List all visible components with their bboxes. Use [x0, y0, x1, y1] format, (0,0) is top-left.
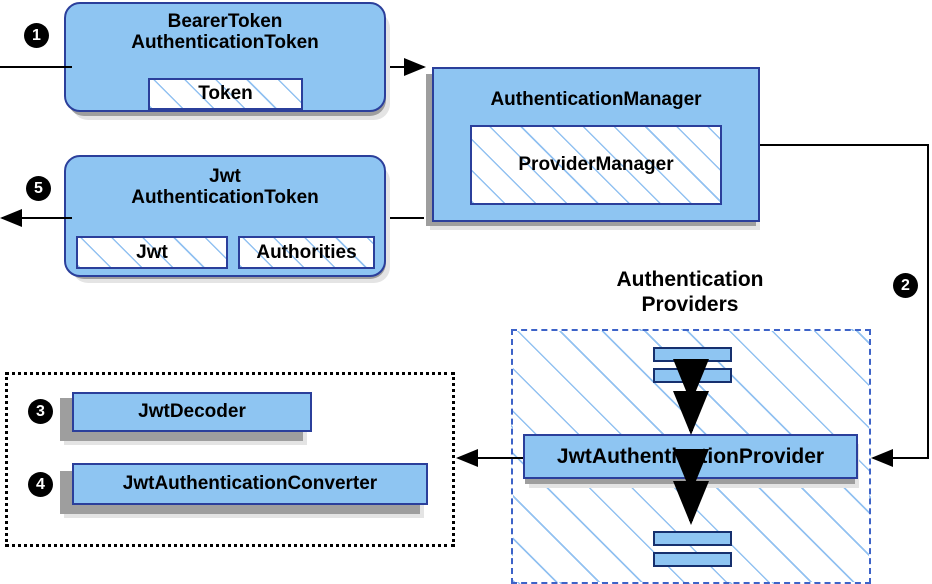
marker-1: 1 [24, 23, 49, 48]
bearer-token-title-line1: BearerToken [167, 11, 283, 32]
marker-5: 5 [26, 176, 51, 201]
jwt-authentication-converter-label: JwtAuthenticationConverter [122, 473, 378, 495]
jwt-chip: Jwt [76, 236, 228, 269]
jwt-token-title-line2: AuthenticationToken [131, 187, 319, 209]
token-chip: Token [148, 78, 303, 110]
bearer-token-title-line2: AuthenticationToken [131, 32, 319, 54]
provider-bar-bottom-1 [653, 531, 732, 546]
provider-manager-chip-label: ProviderManager [518, 154, 674, 175]
provider-bar-top-2 [653, 368, 732, 383]
bearer-token-authentication-token-node[interactable]: BearerToken AuthenticationToken [64, 2, 386, 112]
authorities-chip: Authorities [238, 236, 375, 269]
token-chip-label: Token [198, 83, 253, 104]
jwt-token-title-line1: Jwt [209, 166, 241, 187]
jwt-authentication-provider-label: JwtAuthenticationProvider [556, 444, 825, 468]
jwt-authentication-provider-node[interactable]: JwtAuthenticationProvider [523, 434, 858, 479]
authentication-manager-title: AuthenticationManager [490, 89, 702, 110]
authentication-providers-label: Authentication Providers [585, 268, 795, 318]
jwt-support-components-container [5, 372, 455, 547]
jwt-decoder-label: JwtDecoder [138, 401, 246, 423]
jwt-chip-label: Jwt [136, 241, 168, 263]
authorities-chip-label: Authorities [256, 241, 357, 263]
jwt-decoder-node[interactable]: JwtDecoder [72, 392, 312, 432]
authentication-providers-label-line2: Providers [641, 292, 739, 316]
provider-bar-top-1 [653, 347, 732, 362]
provider-manager-chip: ProviderManager [470, 125, 722, 205]
authentication-providers-label-line1: Authentication [616, 268, 764, 291]
provider-bar-bottom-2 [653, 552, 732, 567]
marker-3: 3 [28, 399, 53, 424]
jwt-authentication-converter-node[interactable]: JwtAuthenticationConverter [72, 463, 428, 505]
marker-2: 2 [893, 273, 918, 298]
marker-4: 4 [28, 472, 53, 497]
